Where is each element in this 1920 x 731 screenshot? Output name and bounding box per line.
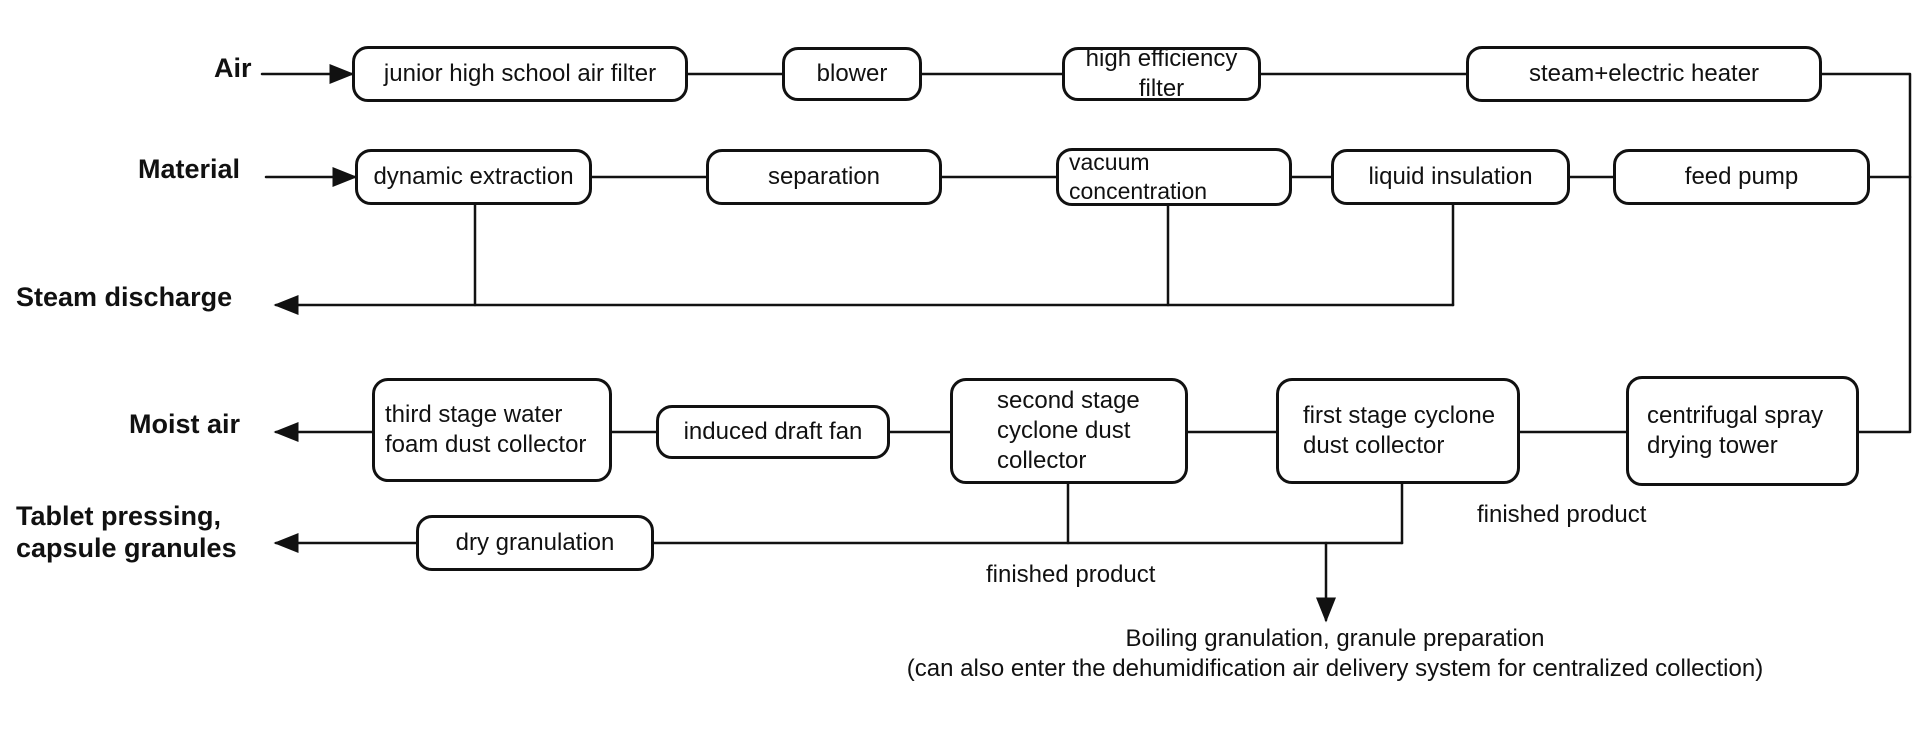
box-dry-granulation: dry granulation bbox=[416, 515, 654, 571]
label-air: Air bbox=[214, 53, 252, 83]
label-material: Material bbox=[138, 154, 241, 184]
note-finished-product-mid: finished product bbox=[986, 561, 1156, 588]
box-liquid-insulation: liquid insulation bbox=[1331, 149, 1570, 205]
box-first-stage-collector: first stage cyclone dust collector bbox=[1276, 378, 1520, 484]
box-third-stage-collector: third stage water foam dust collector bbox=[372, 378, 612, 482]
box-vacuum-concentration: vacuum concentration bbox=[1056, 148, 1292, 206]
box-dynamic-extraction: dynamic extraction bbox=[355, 149, 592, 205]
box-separation: separation bbox=[706, 149, 942, 205]
box-steam-electric-heater: steam+electric heater bbox=[1466, 46, 1822, 102]
label-moist-air: Moist air bbox=[129, 409, 241, 439]
note-finished-product-right: finished product bbox=[1477, 501, 1647, 528]
air-to-tower-line bbox=[1820, 72, 1912, 434]
box-feed-pump: feed pump bbox=[1613, 149, 1870, 205]
box-blower: blower bbox=[782, 47, 922, 101]
box-spray-drying-tower: centrifugal spray drying tower bbox=[1626, 376, 1859, 486]
label-steam-discharge: Steam discharge bbox=[16, 282, 233, 312]
box-high-efficiency-filter: high efficiency filter bbox=[1062, 45, 1261, 102]
box-junior-air-filter: junior high school air filter bbox=[352, 46, 688, 102]
box-induced-draft-fan: induced draft fan bbox=[656, 405, 890, 459]
note-boiling-granulation: Boiling granulation, granule preparation… bbox=[906, 625, 1764, 682]
box-second-stage-collector: second stage cyclone dust collector bbox=[950, 378, 1188, 484]
label-tablet-pressing: Tablet pressing, capsule granules bbox=[16, 501, 237, 564]
